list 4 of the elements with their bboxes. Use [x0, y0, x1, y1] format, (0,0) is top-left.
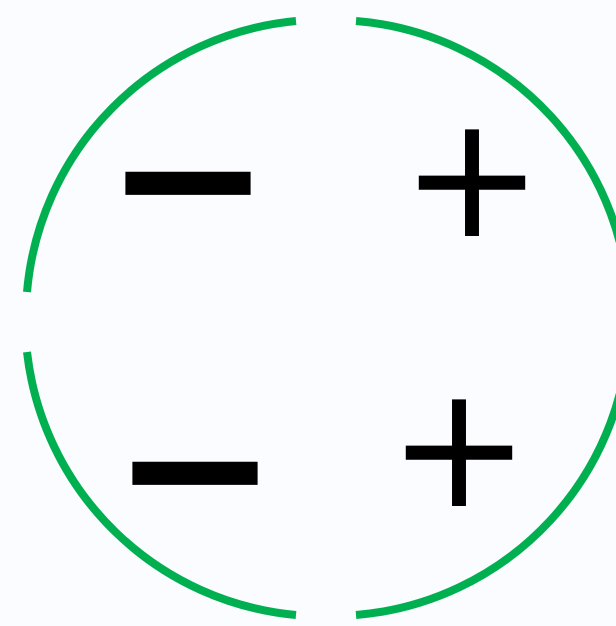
plus-sign: + [400, 93, 544, 263]
plus-sign: + [388, 363, 530, 533]
minus-sign: − [111, 368, 279, 568]
minus-sign: − [104, 78, 272, 278]
